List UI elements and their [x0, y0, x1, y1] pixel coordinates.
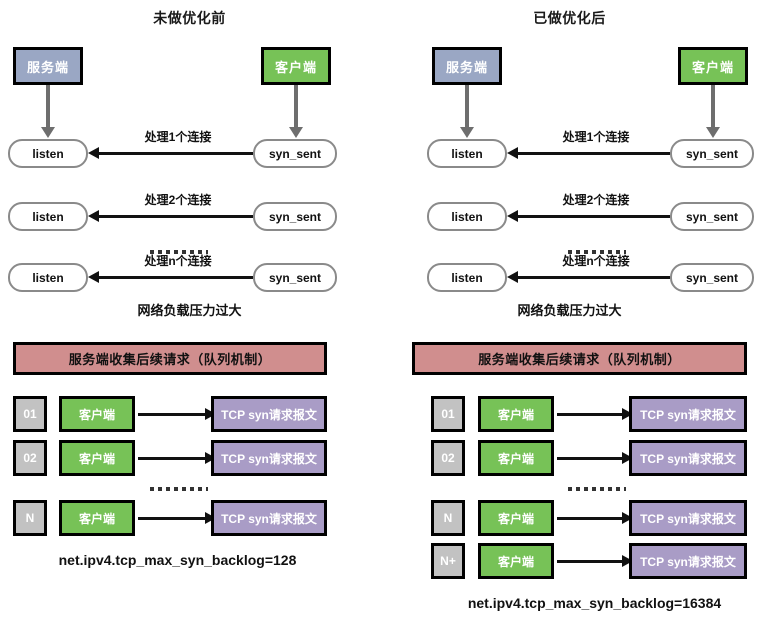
syn-sent-pill-row1: syn_sent: [253, 139, 337, 168]
queue-index-box: N+: [431, 543, 465, 579]
backlog-setting-text: net.ipv4.tcp_max_syn_backlog=128: [58, 552, 297, 568]
syn-sent-pill-row3: syn_sent: [670, 263, 754, 292]
queue-syn-packet-box: TCP syn请求报文: [629, 396, 747, 432]
connection-arrow-row3: [507, 271, 670, 283]
queue-syn-packet-box: TCP syn请求报文: [211, 440, 327, 476]
edge-label-row2: 处理2个连接: [562, 193, 630, 207]
queue-index-box: N: [431, 500, 465, 536]
connection-arrow-row2: [88, 210, 253, 222]
queue-ellipsis-dots: [568, 487, 626, 491]
handshake-ellipsis-dots: [150, 250, 208, 254]
queue-client-box: 客户端: [59, 500, 135, 536]
network-load-caption: 网络负载压力过大: [137, 303, 242, 318]
queue-header-bar: 服务端收集后续请求（队列机制）: [412, 342, 747, 375]
handshake-ellipsis-dots: [568, 250, 626, 254]
queue-arrow-row1: [138, 408, 216, 420]
edge-label-row1: 处理1个连接: [144, 130, 212, 144]
server-node-box: 服务端: [432, 47, 502, 85]
queue-index-box: 02: [13, 440, 47, 476]
queue-client-box: 客户端: [478, 396, 554, 432]
queue-client-box: 客户端: [478, 440, 554, 476]
listen-pill-row2: listen: [427, 202, 507, 231]
client-node-box: 客户端: [261, 47, 331, 85]
queue-syn-packet-box: TCP syn请求报文: [629, 500, 747, 536]
panel-after-optimization: 已做优化后 服务端 客户端 listen syn_sent 处理1个连接 lis…: [380, 0, 759, 619]
connection-arrow-row1: [507, 147, 670, 159]
listen-pill-row2: listen: [8, 202, 88, 231]
queue-arrow-row3: [138, 512, 216, 524]
queue-arrow-row4: [557, 555, 633, 567]
listen-pill-row1: listen: [8, 139, 88, 168]
syn-sent-pill-row3: syn_sent: [253, 263, 337, 292]
edge-label-row3: 处理n个连接: [144, 254, 212, 268]
edge-label-row1: 处理1个连接: [562, 130, 630, 144]
connection-arrow-row2: [507, 210, 670, 222]
queue-syn-packet-box: TCP syn请求报文: [629, 440, 747, 476]
queue-index-box: 02: [431, 440, 465, 476]
listen-pill-row3: listen: [427, 263, 507, 292]
queue-client-box: 客户端: [478, 543, 554, 579]
client-down-arrow-icon: [289, 85, 303, 138]
client-node-box: 客户端: [678, 47, 748, 85]
listen-pill-row1: listen: [427, 139, 507, 168]
queue-client-box: 客户端: [59, 396, 135, 432]
listen-pill-row3: listen: [8, 263, 88, 292]
queue-syn-packet-box: TCP syn请求报文: [211, 500, 327, 536]
syn-sent-pill-row2: syn_sent: [670, 202, 754, 231]
queue-ellipsis-dots: [150, 487, 208, 491]
queue-index-box: N: [13, 500, 47, 536]
queue-index-box: 01: [13, 396, 47, 432]
client-down-arrow-icon: [706, 85, 720, 138]
connection-arrow-row3: [88, 271, 253, 283]
server-node-box: 服务端: [13, 47, 83, 85]
queue-arrow-row2: [138, 452, 216, 464]
queue-arrow-row3: [557, 512, 633, 524]
server-down-arrow-icon: [460, 85, 474, 138]
server-down-arrow-icon: [41, 85, 55, 138]
panel-title-before: 未做优化前: [153, 10, 226, 26]
queue-arrow-row2: [557, 452, 633, 464]
network-load-caption: 网络负载压力过大: [517, 303, 622, 318]
queue-arrow-row1: [557, 408, 633, 420]
queue-syn-packet-box: TCP syn请求报文: [211, 396, 327, 432]
edge-label-row3: 处理n个连接: [562, 254, 630, 268]
connection-arrow-row1: [88, 147, 253, 159]
syn-sent-pill-row2: syn_sent: [253, 202, 337, 231]
syn-sent-pill-row1: syn_sent: [670, 139, 754, 168]
queue-index-box: 01: [431, 396, 465, 432]
backlog-setting-text: net.ipv4.tcp_max_syn_backlog=16384: [467, 595, 722, 611]
edge-label-row2: 处理2个连接: [144, 193, 212, 207]
queue-syn-packet-box: TCP syn请求报文: [629, 543, 747, 579]
queue-header-bar: 服务端收集后续请求（队列机制）: [13, 342, 327, 375]
panel-title-after: 已做优化后: [533, 10, 606, 26]
queue-client-box: 客户端: [59, 440, 135, 476]
queue-client-box: 客户端: [478, 500, 554, 536]
panel-before-optimization: 未做优化前 服务端 客户端 listen syn_sent 处理1个连接 lis…: [0, 0, 379, 619]
